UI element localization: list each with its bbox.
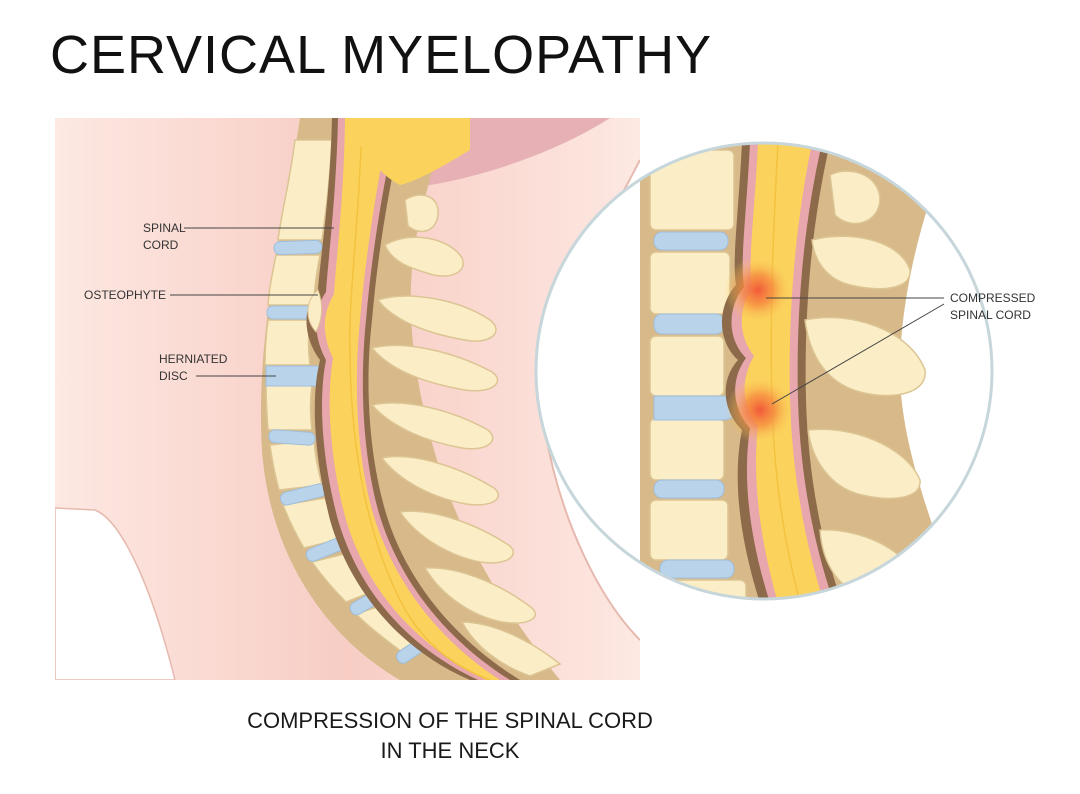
label-compressed-1: COMPRESSED bbox=[950, 291, 1036, 305]
label-compressed-2: SPINAL CORD bbox=[950, 308, 1031, 322]
spinous-processes bbox=[370, 194, 562, 677]
caption: COMPRESSION OF THE SPINAL CORD IN THE NE… bbox=[200, 706, 700, 766]
osteophyte bbox=[307, 289, 323, 333]
compression-point-lower bbox=[726, 376, 794, 444]
shoulder-outline bbox=[55, 507, 176, 680]
magnified-view-circle bbox=[534, 141, 994, 601]
label-spinal-cord-2: CORD bbox=[143, 238, 179, 252]
page-title: CERVICAL MYELOPATHY bbox=[50, 25, 713, 85]
caption-line-1: COMPRESSION OF THE SPINAL CORD bbox=[247, 708, 653, 733]
caption-line-2: IN THE NECK bbox=[380, 738, 520, 763]
label-leaders bbox=[170, 227, 334, 377]
compression-point-upper bbox=[724, 256, 792, 324]
label-herniated-disc-1: HERNIATED bbox=[159, 352, 228, 366]
vertebral-bodies bbox=[264, 139, 434, 653]
spinal-cord bbox=[324, 118, 500, 680]
label-spinal-cord-1: SPINAL bbox=[143, 221, 186, 235]
label-herniated-disc-2: DISC bbox=[159, 369, 188, 383]
label-osteophyte: OSTEOPHYTE bbox=[84, 288, 166, 302]
compressed-leaders bbox=[766, 297, 945, 405]
labels: SPINAL CORD OSTEOPHYTE HERNIATED DISC CO… bbox=[84, 221, 1036, 383]
